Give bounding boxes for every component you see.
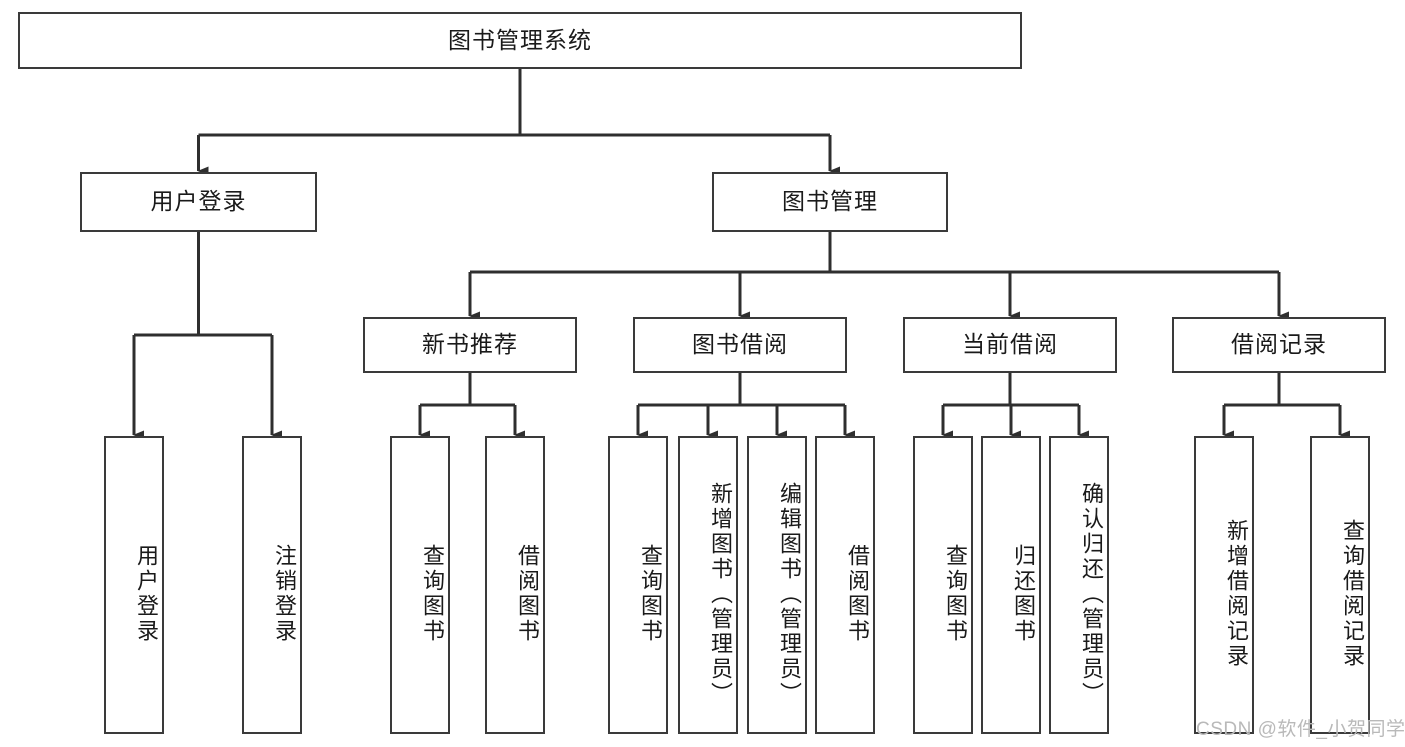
node-user-logout[interactable]: 注销登录 (242, 436, 302, 734)
node-current-return-book[interactable]: 归还图书 (981, 436, 1041, 734)
node-book-borrow[interactable]: 图书借阅 (633, 317, 847, 373)
node-label: 图书管理系统 (448, 26, 592, 53)
node-label: 查询图书 (943, 544, 968, 644)
node-label: 查询借阅记录 (1340, 519, 1365, 669)
node-label: 查询图书 (638, 544, 663, 644)
node-label: 图书借阅 (692, 331, 788, 358)
node-new-book-recommend[interactable]: 新书推荐 (363, 317, 577, 373)
node-borrow-query-book[interactable]: 查询图书 (608, 436, 668, 734)
node-label: 注销登录 (272, 544, 297, 644)
node-book-manage[interactable]: 图书管理 (712, 172, 948, 232)
node-label: 编辑图书（管理员） (777, 481, 802, 707)
node-user-login-do[interactable]: 用户登录 (104, 436, 164, 734)
node-borrow-add-book[interactable]: 新增图书（管理员） (678, 436, 738, 734)
node-root[interactable]: 图书管理系统 (18, 12, 1022, 69)
node-label: 新书推荐 (422, 331, 518, 358)
node-label: 当前借阅 (962, 331, 1058, 358)
node-current-query-book[interactable]: 查询图书 (913, 436, 973, 734)
node-record-query[interactable]: 查询借阅记录 (1310, 436, 1370, 734)
node-borrow-edit-book[interactable]: 编辑图书（管理员） (747, 436, 807, 734)
node-record-add[interactable]: 新增借阅记录 (1194, 436, 1254, 734)
node-user-login[interactable]: 用户登录 (80, 172, 317, 232)
node-borrow-record[interactable]: 借阅记录 (1172, 317, 1386, 373)
node-borrow-lend-book[interactable]: 借阅图书 (815, 436, 875, 734)
node-label: 用户登录 (134, 544, 159, 644)
node-label: 归还图书 (1011, 544, 1036, 644)
csdn-watermark: CSDN @软件_小贺同学 (1196, 719, 1405, 740)
node-label: 借阅图书 (515, 544, 540, 644)
node-label: 借阅图书 (845, 544, 870, 644)
node-label: 新增图书（管理员） (708, 481, 733, 707)
node-label: 图书管理 (782, 188, 878, 215)
node-label: 用户登录 (150, 188, 247, 215)
node-label: 确认归还（管理员） (1079, 481, 1104, 707)
node-label: 新增借阅记录 (1224, 519, 1249, 669)
node-label: 查询图书 (420, 544, 445, 644)
node-recommend-query-book[interactable]: 查询图书 (390, 436, 450, 734)
node-current-borrow[interactable]: 当前借阅 (903, 317, 1117, 373)
node-current-confirm-return[interactable]: 确认归还（管理员） (1049, 436, 1109, 734)
node-recommend-borrow-book[interactable]: 借阅图书 (485, 436, 545, 734)
node-label: 借阅记录 (1231, 331, 1327, 358)
